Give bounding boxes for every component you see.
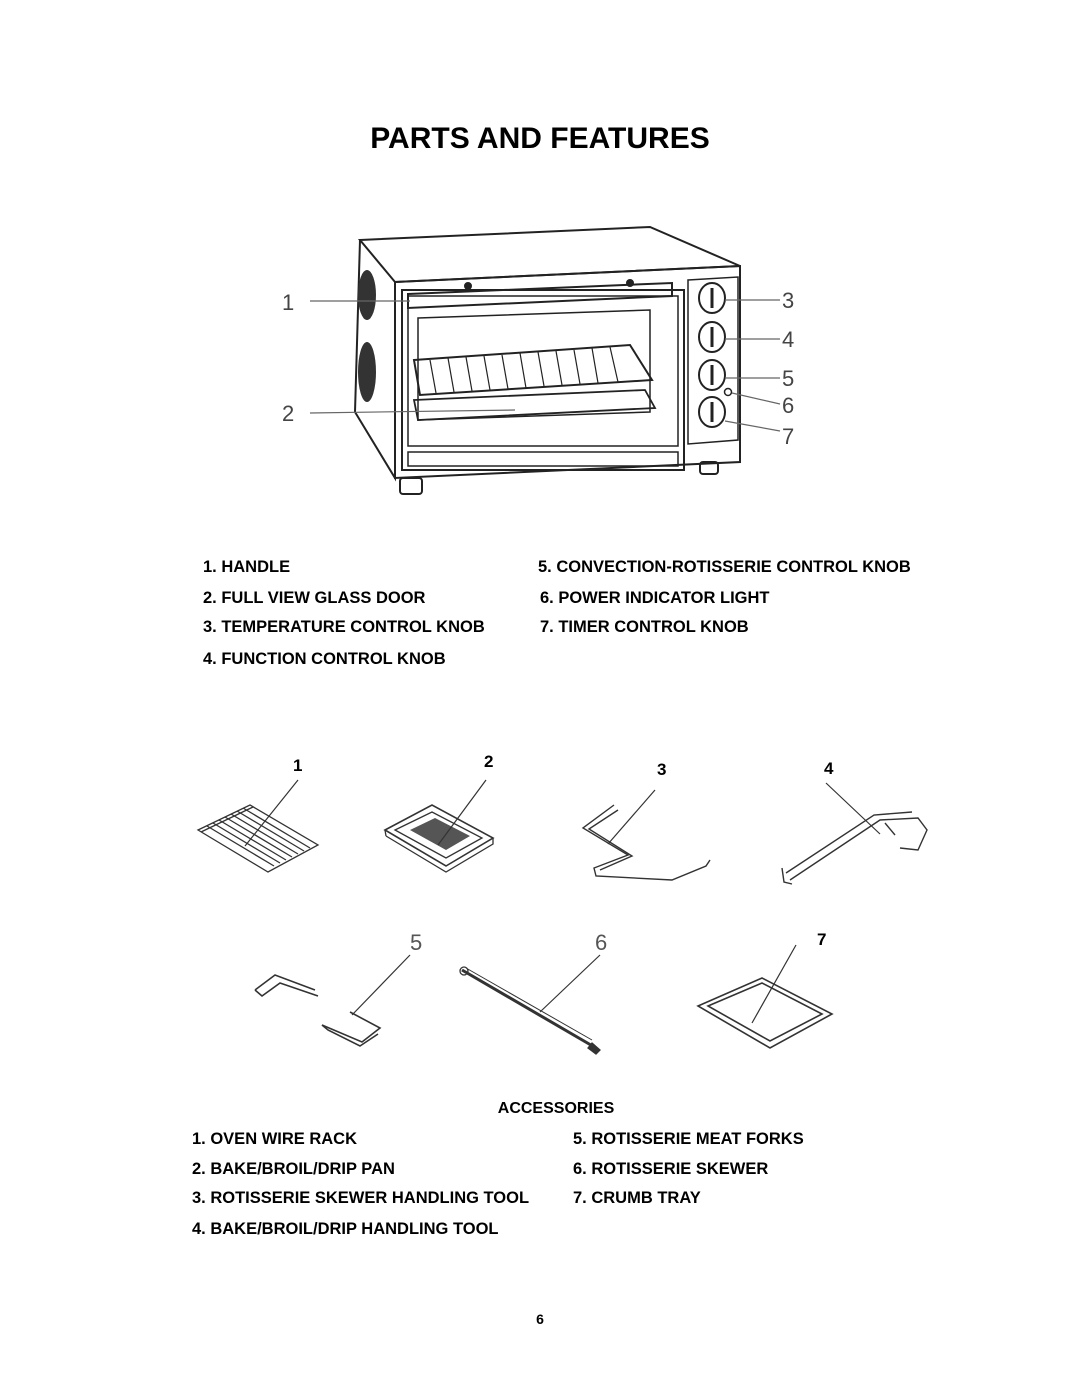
accessory-callout-6: 6	[595, 930, 608, 955]
part-item-timer-knob: 7. TIMER CONTROL KNOB	[540, 618, 749, 636]
accessory-callout-4: 4	[824, 759, 834, 778]
oven-callout-7: 7	[782, 424, 794, 449]
crumb-tray-drawing	[696, 977, 834, 1049]
accessory-item-crumb-tray: 7. CRUMB TRAY	[573, 1189, 701, 1207]
accessory-item-skewer: 6. ROTISSERIE SKEWER	[573, 1160, 769, 1178]
part-item-glass-door: 2. FULL VIEW GLASS DOOR	[203, 589, 426, 607]
accessories-illustration	[196, 779, 928, 1055]
page-title: PARTS AND FEATURES	[370, 122, 710, 155]
accessories-heading: ACCESSORIES	[497, 1100, 615, 1117]
accessory-item-skewer-tool: 3. ROTISSERIE SKEWER HANDLING TOOL	[192, 1189, 530, 1207]
skewer-handling-tool-drawing	[581, 804, 711, 881]
accessory-callout-3: 3	[657, 760, 667, 779]
accessory-callout-2: 2	[484, 752, 494, 771]
accessory-item-pan-tool: 4. BAKE/BROIL/DRIP HANDLING TOOL	[192, 1220, 499, 1238]
part-item-power-light: 6. POWER INDICATOR LIGHT	[540, 589, 770, 607]
wire-rack-drawing	[196, 804, 320, 873]
oven-callout-1: 1	[282, 290, 294, 315]
oven-callout-6: 6	[782, 393, 794, 418]
skewer-drawing	[459, 966, 601, 1055]
part-item-handle: 1. HANDLE	[203, 558, 291, 576]
oven-callout-4: 4	[782, 327, 794, 352]
accessory-callout-7: 7	[817, 930, 827, 949]
page-number: 6	[536, 1311, 544, 1327]
accessory-item-drip-pan: 2. BAKE/BROIL/DRIP PAN	[192, 1160, 395, 1178]
drip-pan-drawing	[383, 804, 495, 873]
accessory-callout-1: 1	[293, 756, 303, 775]
accessory-item-meat-forks: 5. ROTISSERIE MEAT FORKS	[573, 1130, 804, 1148]
accessory-item-wire-rack: 1. OVEN WIRE RACK	[192, 1130, 358, 1148]
part-item-convection-knob: 5. CONVECTION-ROTISSERIE CONTROL KNOB	[538, 558, 911, 576]
bake-broil-handling-tool-drawing	[781, 811, 928, 885]
part-item-temperature-knob: 3. TEMPERATURE CONTROL KNOB	[203, 618, 485, 636]
accessory-callout-5: 5	[410, 930, 423, 955]
meat-forks-drawing	[254, 974, 382, 1047]
oven-callout-3: 3	[782, 288, 794, 313]
oven-callout-2: 2	[282, 401, 294, 426]
oven-illustration: 1 2 3 4 5 6 7	[282, 225, 794, 495]
part-item-function-knob: 4. FUNCTION CONTROL KNOB	[203, 650, 446, 668]
oven-callout-5: 5	[782, 366, 794, 391]
